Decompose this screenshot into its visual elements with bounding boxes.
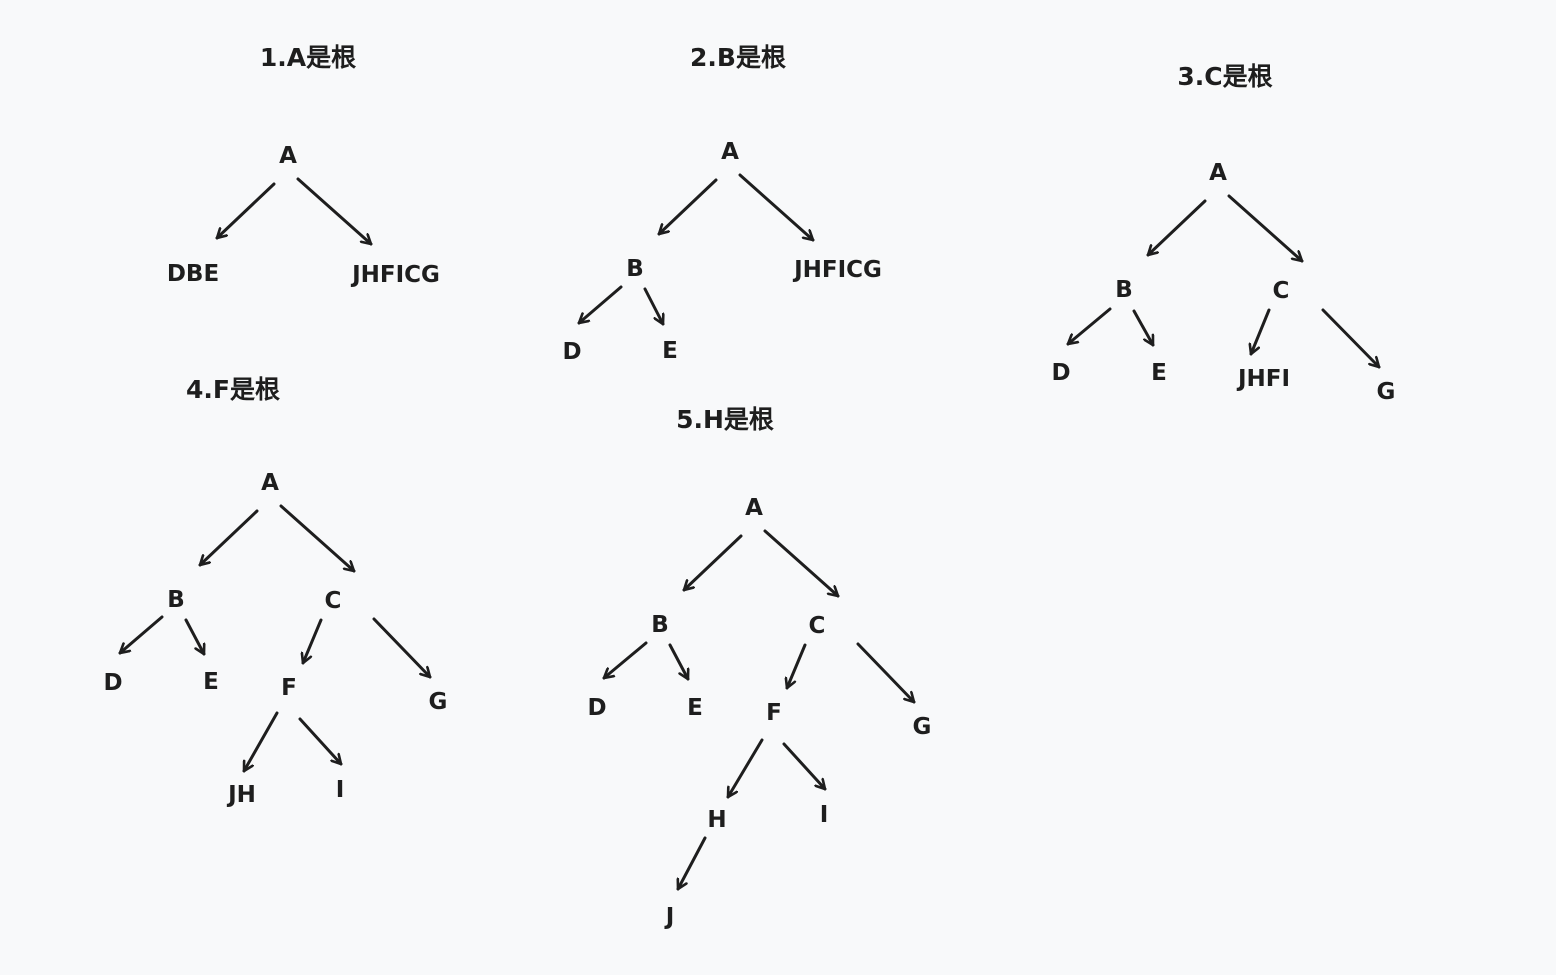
tree-2-node-d: D (562, 339, 581, 365)
tree-3-node-c: C (1273, 278, 1290, 304)
tree-3-edge-b-e (1132, 309, 1155, 347)
tree-3-node-g: G (1377, 379, 1396, 405)
tree-3-edge-a-b (1146, 199, 1207, 257)
tree-2-edge-a-b (657, 178, 718, 236)
tree-5-edge-a-c (763, 529, 840, 598)
tree-5-edge-f-h (726, 738, 764, 799)
tree-5-node-d: D (587, 695, 606, 721)
tree-2-edge-b-e (643, 287, 663, 326)
tree-2: 2.B是根 A B JHFICG D E (562, 43, 881, 365)
tree-3-title: 3.C是根 (1177, 62, 1272, 91)
tree-5: 5.H是根 A B C D E F G H I J (587, 405, 931, 930)
tree-4-title: 4.F是根 (186, 375, 280, 404)
tree-5-title: 5.H是根 (676, 405, 774, 434)
tree-5-node-g: G (913, 714, 932, 740)
tree-2-node-a: A (721, 139, 739, 165)
tree-4-edge-f-jh (242, 711, 279, 773)
tree-4-node-c: C (325, 588, 342, 614)
tree-4-edge-a-b (198, 509, 259, 567)
tree-4-node-g: G (429, 689, 448, 715)
tree-5-edge-b-e (668, 643, 688, 681)
tree-3: 3.C是根 A B C D E JHFI G (1051, 62, 1395, 405)
tree-4-node-f: F (281, 675, 297, 701)
tree-5-edge-a-b (682, 534, 743, 592)
tree-2-edge-a-jhficg (738, 173, 815, 242)
tree-1-edge-a-dbe (215, 182, 276, 240)
tree-1-node-jhficg: JHFICG (350, 262, 440, 288)
tree-4-edge-c-f (303, 618, 323, 665)
tree-3-edge-c-g (1321, 308, 1381, 369)
tree-2-title: 2.B是根 (690, 43, 786, 72)
tree-1-edge-a-jhficg (296, 177, 373, 246)
tree-4-node-b: B (167, 587, 185, 613)
tree-4: 4.F是根 A B C D E F G JH I (103, 375, 447, 808)
tree-5-node-j: J (664, 904, 675, 930)
tree-4-node-d: D (103, 670, 122, 696)
tree-3-node-d: D (1051, 360, 1070, 386)
tree-4-node-e: E (203, 669, 219, 695)
tree-5-edge-f-i (782, 742, 827, 791)
tree-3-node-b: B (1115, 277, 1133, 303)
tree-3-edge-a-c (1227, 194, 1304, 263)
tree-3-node-jhfi: JHFI (1236, 366, 1290, 392)
tree-5-node-i: I (820, 802, 829, 828)
tree-5-edge-h-j (678, 836, 707, 891)
tree-2-node-jhficg: JHFICG (792, 257, 882, 283)
tree-1-title: 1.A是根 (260, 43, 356, 72)
tree-3-node-e: E (1151, 360, 1167, 386)
tree-4-node-jh: JH (226, 782, 256, 808)
tree-3-edge-b-d (1066, 307, 1112, 346)
tree-3-node-a: A (1209, 160, 1227, 186)
tree-5-node-h: H (707, 807, 726, 833)
tree-4-edge-c-g (372, 617, 432, 679)
tree-1-node-a: A (279, 143, 297, 169)
tree-4-edge-f-i (298, 717, 343, 766)
tree-2-node-b: B (626, 256, 644, 282)
tree-2-node-e: E (662, 338, 678, 364)
tree-3-edge-c-jhfi (1251, 308, 1271, 356)
tree-4-edge-b-d (118, 615, 164, 655)
tree-5-node-e: E (687, 695, 703, 721)
tree-5-edge-b-d (602, 641, 648, 680)
tree-4-edge-b-e (184, 618, 204, 656)
tree-5-edge-c-g (856, 642, 916, 704)
tree-4-edge-a-c (279, 504, 356, 573)
tree-5-node-a: A (745, 495, 763, 521)
tree-1-node-dbe: DBE (167, 261, 219, 287)
tree-1: 1.A是根 A DBE JHFICG (167, 43, 440, 288)
tree-5-edge-c-f (787, 643, 807, 690)
tree-4-node-a: A (261, 470, 279, 496)
tree-2-edge-b-d (577, 285, 623, 325)
tree-4-node-i: I (336, 777, 345, 803)
tree-5-node-c: C (809, 613, 826, 639)
tree-5-node-b: B (651, 612, 669, 638)
tree-5-node-f: F (766, 700, 782, 726)
